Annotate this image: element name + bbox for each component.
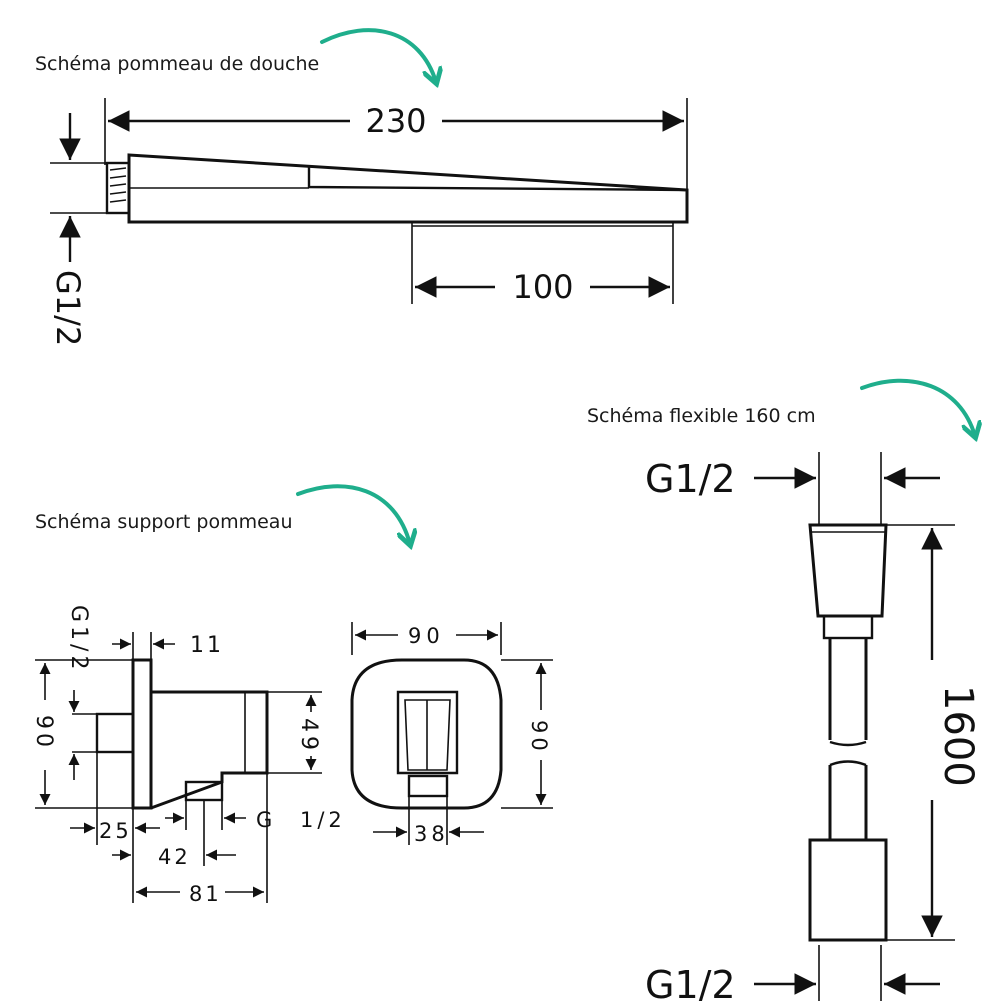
dim-shower-thread: G1/2 xyxy=(49,270,87,346)
dim-outlet-height: 49 xyxy=(296,718,321,754)
holder-diagram: Schéma support pommeau G1/2 11 90 49 xyxy=(31,484,553,906)
dim-spray-length: 100 xyxy=(512,268,573,306)
dim-inlet-depth: 25 xyxy=(99,819,132,843)
caption-shower-head: Schéma pommeau de douche xyxy=(35,53,319,75)
dim-outlet-thread-half: 1/2 xyxy=(300,808,346,832)
dim-holder-depth: 81 xyxy=(189,882,222,906)
shower-head-diagram: Schéma pommeau de douche 230 100 G1/2 xyxy=(35,28,689,346)
caption-holder: Schéma support pommeau xyxy=(35,511,293,533)
caption-hose: Schéma flexible 160 cm xyxy=(587,405,816,427)
accent-arrow-icon xyxy=(860,378,975,436)
accent-arrow-icon xyxy=(296,484,410,544)
dim-front-width: 90 xyxy=(408,624,445,648)
dim-shower-length: 230 xyxy=(365,102,426,140)
dim-plate-offset: 11 xyxy=(190,633,224,658)
dim-hose-thread-bottom: G1/2 xyxy=(645,963,736,1001)
dim-front-height: 90 xyxy=(527,720,551,755)
dim-outlet-width: 38 xyxy=(414,822,449,846)
dim-holder-thread-top: G1/2 xyxy=(66,605,91,673)
dim-outlet-offset: 42 xyxy=(158,845,191,869)
accent-arrow-icon xyxy=(320,28,436,82)
dim-hose-length: 1600 xyxy=(935,685,981,787)
dim-outlet-thread-g: G xyxy=(256,808,272,832)
dim-holder-height: 90 xyxy=(31,715,56,751)
dim-hose-thread-top: G1/2 xyxy=(645,457,736,501)
hose-diagram: Schéma flexible 160 cm G1/2 1600 G1/2 xyxy=(587,378,981,1001)
